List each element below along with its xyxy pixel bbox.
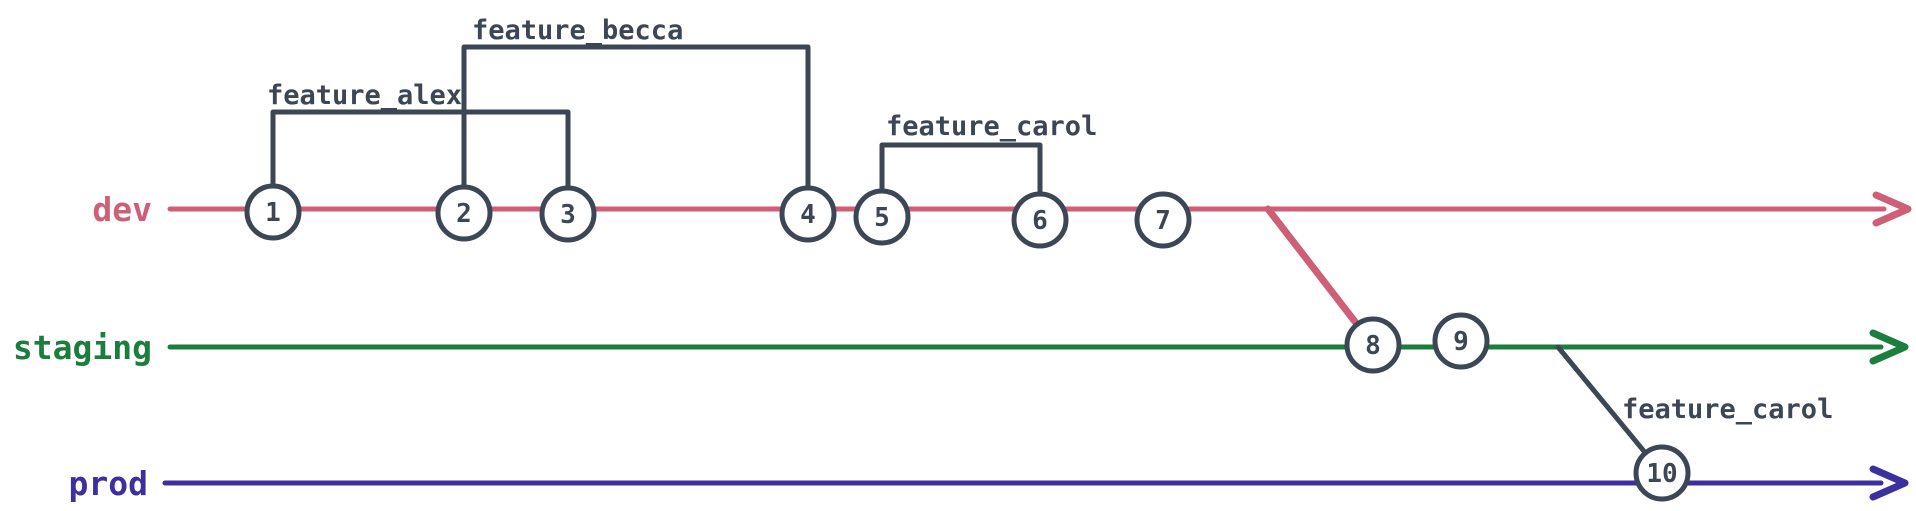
feature-bracket-feature_carol: feature_carol	[879, 111, 1097, 199]
commit-node-3: 3	[539, 185, 597, 243]
commit-circle-5	[853, 188, 911, 246]
branch-label-staging: staging	[13, 328, 152, 367]
feature-bracket-path-feature_becca	[461, 44, 811, 193]
commit-circle-6	[1011, 191, 1069, 249]
feature-bracket-path-feature_carol	[879, 142, 1043, 199]
arrowhead-icon-staging	[1869, 329, 1909, 365]
commit-number-7: 7	[1155, 206, 1171, 236]
commit-number-2: 2	[456, 199, 472, 229]
commit-number-9: 9	[1453, 327, 1469, 357]
feature-bracket-path-feature_alex	[270, 109, 571, 193]
commit-circle-9	[1432, 312, 1490, 370]
feature-label-feature_alex: feature_alex	[267, 80, 462, 111]
arrowhead-icon-dev	[1872, 191, 1912, 227]
branch-label-dev: dev	[92, 190, 152, 229]
commit-circle-1	[244, 183, 302, 241]
merge-line-dev-to-staging	[1264, 205, 1377, 349]
commit-circle-2	[435, 184, 493, 242]
commit-number-4: 4	[800, 200, 816, 230]
branch-label-prod: prod	[69, 464, 148, 503]
branch-dev: dev	[92, 190, 1912, 229]
commit-number-8: 8	[1365, 331, 1381, 361]
feature-bracket-feature_alex: feature_alex	[267, 80, 571, 193]
commit-circle-10	[1633, 444, 1691, 502]
feature-label-feature_carol: feature_carol	[886, 111, 1097, 142]
commit-circle-8	[1344, 316, 1402, 374]
commit-number-3: 3	[560, 200, 576, 230]
commit-number-6: 6	[1032, 206, 1048, 236]
feature-bracket-feature_becca: feature_becca	[461, 15, 811, 193]
merge-label-staging-to-prod: feature_carol	[1622, 394, 1833, 425]
commit-circle-4	[779, 185, 837, 243]
commit-node-5: 5	[853, 188, 911, 246]
commit-circle-3	[539, 185, 597, 243]
commit-node-4: 4	[779, 185, 837, 243]
merge-link-dev-to-staging	[1264, 205, 1377, 349]
branch-prod: prod	[69, 464, 1909, 503]
commit-number-10: 10	[1646, 459, 1677, 489]
commit-number-1: 1	[265, 198, 281, 228]
merge-link-staging-to-prod: feature_carol	[1555, 344, 1833, 476]
commit-node-8: 8	[1344, 316, 1402, 374]
branch-staging: staging	[13, 328, 1909, 367]
commit-node-6: 6	[1011, 191, 1069, 249]
commit-circle-7	[1134, 191, 1192, 249]
commit-node-2: 2	[435, 184, 493, 242]
commit-node-10: 10	[1633, 444, 1691, 502]
arrowhead-icon-prod	[1869, 465, 1909, 501]
feature-label-feature_becca: feature_becca	[472, 15, 683, 46]
commit-node-1: 1	[244, 183, 302, 241]
commit-node-9: 9	[1432, 312, 1490, 370]
commit-number-5: 5	[874, 203, 890, 233]
commit-node-7: 7	[1134, 191, 1192, 249]
